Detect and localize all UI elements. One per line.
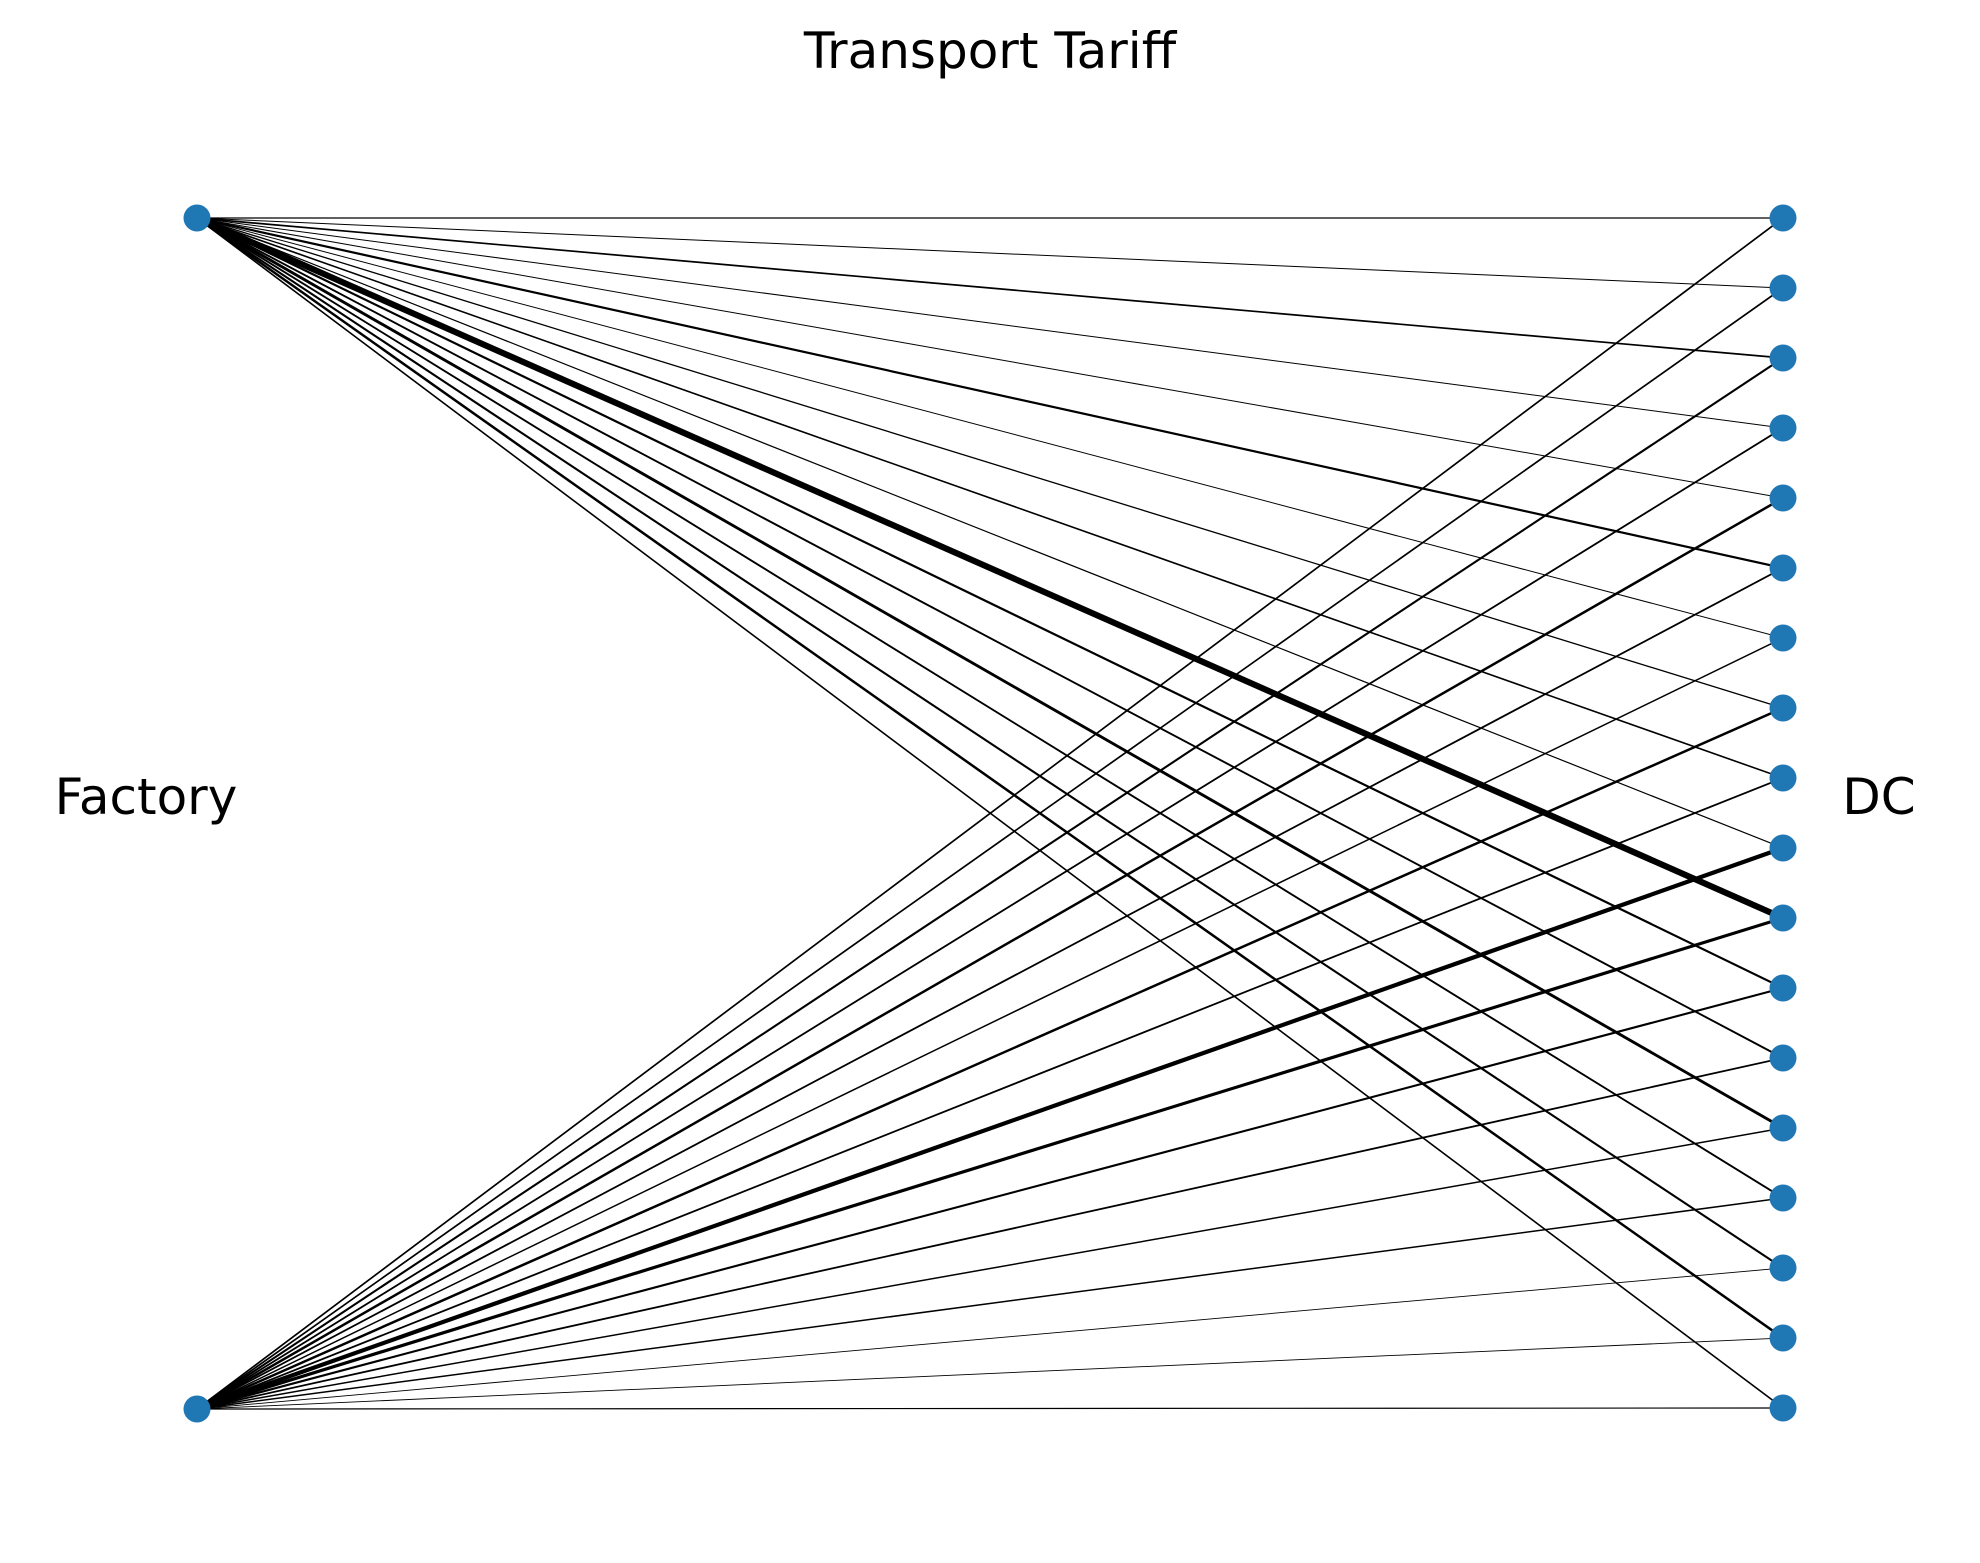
edge-F2-DC12: [196, 986, 1784, 1411]
edge-F2-DC3: [196, 357, 1784, 1410]
edge-F2-DC1: [196, 217, 1784, 1410]
edge-F1-DC17: [196, 216, 1784, 1340]
dc-column-label: DC: [1842, 768, 1915, 826]
edge-F1-DC16: [196, 217, 1784, 1269]
dc-node-DC5: [1769, 484, 1797, 512]
edge-F1-DC2: [196, 217, 1784, 289]
edge-F2-DC17: [196, 1337, 1784, 1410]
dc-node-DC15: [1769, 1184, 1797, 1212]
edge-F2-DC16: [196, 1267, 1784, 1410]
edge-F1-DC4: [196, 217, 1784, 429]
edge-F1-DC9: [196, 217, 1784, 779]
dc-node-DC8: [1769, 694, 1797, 722]
dc-node-DC7: [1769, 624, 1797, 652]
factory-node-F1: [183, 204, 211, 232]
edge-F1-DC6: [196, 216, 1784, 570]
edge-F1-DC10: [196, 217, 1784, 849]
edge-F2-DC14: [196, 1127, 1784, 1410]
edge-F1-DC7: [196, 217, 1784, 639]
dc-node-DC18: [1769, 1394, 1797, 1422]
dc-node-DC11: [1769, 904, 1797, 932]
edge-F1-DC3: [196, 217, 1784, 359]
dc-node-DC10: [1769, 834, 1797, 862]
dc-node-DC17: [1769, 1324, 1797, 1352]
edge-F1-DC5: [196, 217, 1784, 499]
factory-node-F2: [183, 1395, 211, 1423]
edge-F1-DC8: [196, 217, 1784, 709]
dc-node-DC6: [1769, 554, 1797, 582]
edge-F1-DC11: [195, 215, 1785, 921]
dc-node-DC9: [1769, 764, 1797, 792]
edge-F2-DC5: [196, 496, 1784, 1411]
dc-node-DC16: [1769, 1254, 1797, 1282]
edge-F2-DC11: [196, 916, 1784, 1411]
edge-F1-DC13: [196, 217, 1784, 1059]
edge-F2-DC18: [196, 1407, 1784, 1410]
dc-node-DC12: [1769, 974, 1797, 1002]
factory-column-label: Factory: [55, 768, 238, 826]
edge-F2-DC6: [196, 567, 1784, 1410]
edge-F2-DC9: [196, 777, 1784, 1410]
dc-node-DC2: [1769, 274, 1797, 302]
edge-F2-DC8: [196, 706, 1784, 1411]
edge-F2-DC7: [196, 637, 1784, 1410]
edge-F2-DC2: [196, 287, 1784, 1410]
edge-F2-DC13: [196, 1057, 1784, 1410]
edges-layer: [195, 215, 1785, 1411]
chart-title: Transport Tariff: [803, 22, 1178, 80]
dc-node-DC14: [1769, 1114, 1797, 1142]
edge-F1-DC12: [196, 217, 1784, 989]
nodes-layer: [183, 204, 1797, 1423]
dc-node-DC4: [1769, 414, 1797, 442]
edge-F1-DC14: [196, 216, 1784, 1130]
edge-F2-DC15: [196, 1197, 1784, 1410]
edge-F1-DC15: [196, 217, 1784, 1199]
dc-node-DC13: [1769, 1044, 1797, 1072]
edge-F2-DC4: [196, 427, 1784, 1410]
dc-node-DC3: [1769, 344, 1797, 372]
dc-node-DC1: [1769, 204, 1797, 232]
edge-F2-DC10: [196, 846, 1784, 1411]
